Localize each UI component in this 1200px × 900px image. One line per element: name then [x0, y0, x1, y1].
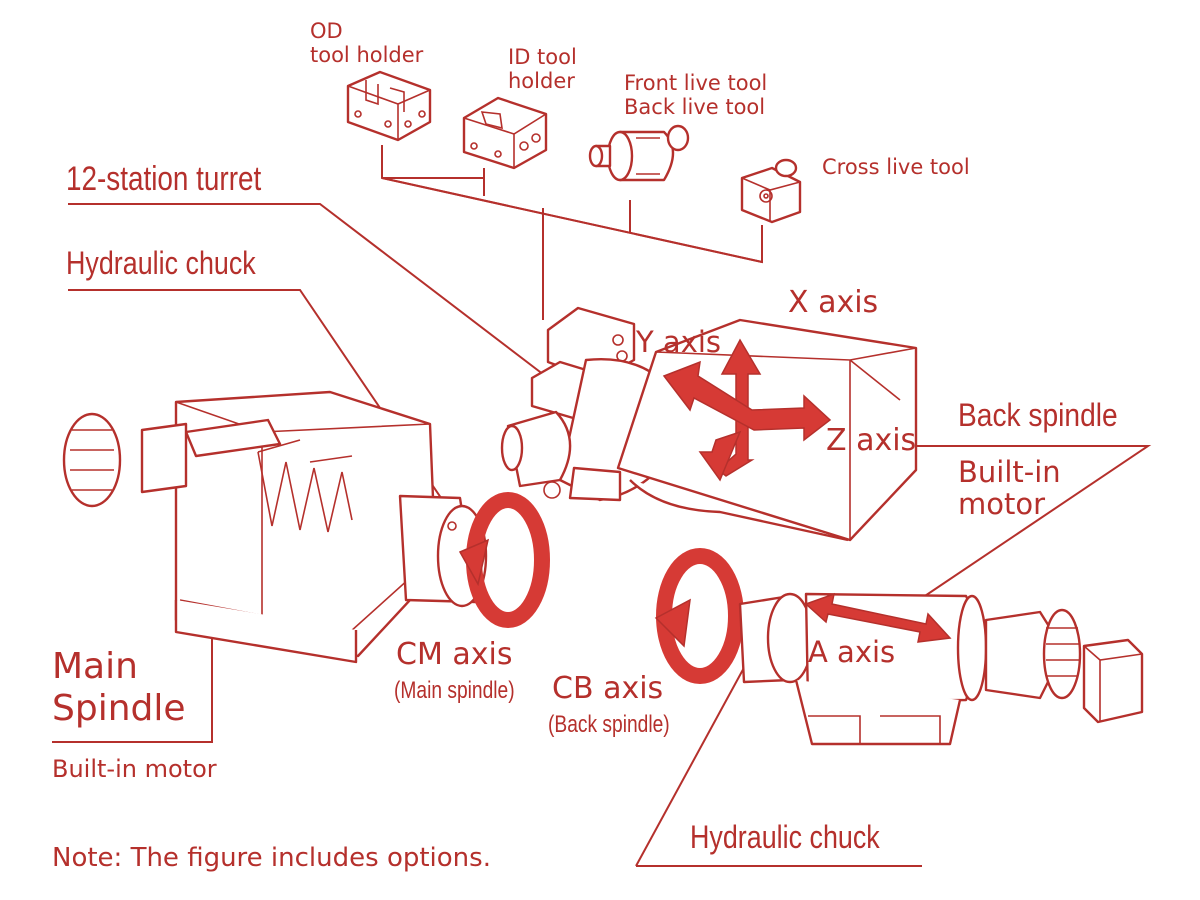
- od-tool-holder-icon: [346, 70, 432, 142]
- builtin-motor-back-label: Built-in motor: [958, 455, 1061, 522]
- hydraulic-chuck-main-label: Hydraulic chuck: [66, 245, 256, 281]
- cm-axis-rotation-arrow: [458, 492, 550, 628]
- front-back-live-tool-icon: [588, 124, 690, 182]
- tool-tree-lines: [381, 145, 763, 320]
- z-axis-label: Z axis: [826, 423, 917, 458]
- hydraulic-chuck-back-label: Hydraulic chuck: [690, 819, 880, 855]
- cb-axis-rotation-arrow: [654, 548, 744, 684]
- axis-arrows: [662, 338, 832, 482]
- cross-live-tool-label: Cross live tool: [822, 155, 970, 179]
- od-tool-holder-label: OD tool holder: [310, 19, 424, 67]
- id-tool-holder-icon: [462, 96, 548, 170]
- back-spindle-label: Back spindle: [958, 397, 1118, 433]
- cross-live-tool-icon: [740, 158, 802, 224]
- a-axis-label: A axis: [808, 635, 896, 669]
- turret-label: 12-station turret: [66, 160, 262, 198]
- y-axis-label: Y axis: [636, 325, 722, 359]
- x-axis-label: X axis: [788, 285, 879, 320]
- note-text: Note: The figure includes options.: [52, 843, 491, 873]
- a-axis-arrow: [804, 592, 952, 643]
- cb-axis-label: CB axis: [552, 671, 664, 706]
- main-spindle-unit: [62, 390, 488, 664]
- id-tool-holder-label: ID tool holder: [508, 45, 577, 93]
- main-spindle-label: Main Spindle: [52, 646, 186, 730]
- builtin-motor-main-label: Built-in motor: [52, 755, 217, 783]
- cb-axis-sublabel: (Back spindle): [548, 711, 670, 738]
- cm-axis-label: CM axis: [396, 637, 513, 672]
- front-back-live-tool-label: Front live tool Back live tool: [624, 71, 768, 119]
- back-spindle-unit: [738, 592, 1144, 746]
- cm-axis-sublabel: (Main spindle): [394, 677, 515, 704]
